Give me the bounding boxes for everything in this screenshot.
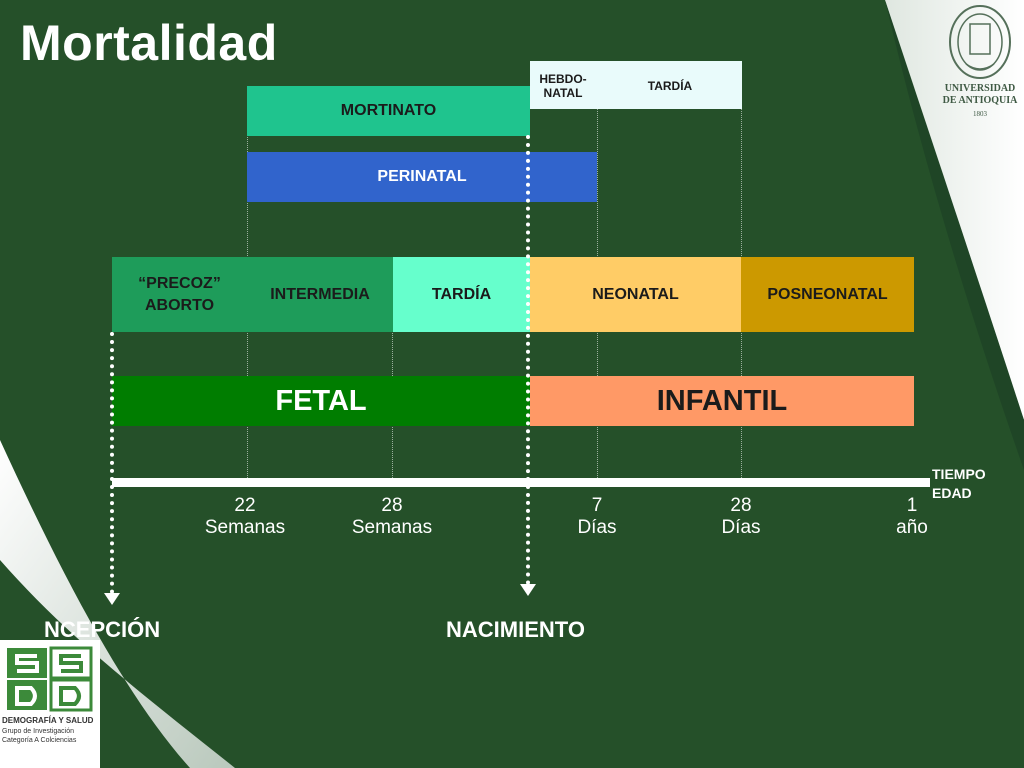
mortinato-box: MORTINATO — [247, 86, 530, 136]
intermedia-box: INTERMEDIA — [247, 257, 393, 332]
tick-value: 22 — [234, 495, 256, 516]
timeline-axis — [112, 478, 930, 487]
birth-arrow-icon — [520, 584, 536, 596]
perinatal-box: PERINATAL — [247, 152, 597, 202]
birth-label: NACIMIENTO — [446, 617, 585, 642]
tardia-neonatal-label: TARDÍA — [647, 79, 693, 93]
tick-value: 28 — [730, 495, 752, 516]
tick-unit: año — [896, 517, 928, 538]
group-category: Categoría A Colciencias — [2, 737, 77, 744]
tick-7-dias: 7 Días — [547, 495, 647, 539]
university-year: 1803 — [973, 110, 987, 118]
tick-value: 7 — [591, 495, 603, 516]
tardia-fetal-box: TARDÍA — [393, 257, 530, 332]
tick-28-dias: 28 Días — [691, 495, 791, 539]
tick-unit: Días — [721, 517, 761, 538]
conception-label: NCEPCIÓN — [44, 617, 161, 642]
conception-arrow-icon — [104, 593, 120, 605]
sds-logo-icon — [7, 646, 93, 712]
tick-28-semanas: 28 Semanas — [342, 495, 442, 539]
university-name: UNIVERSIDAD DE ANTIOQUIA — [942, 83, 1018, 106]
tick-unit: Semanas — [204, 517, 286, 538]
page-title: Mortalidad — [20, 15, 278, 71]
fetal-box: FETAL — [112, 376, 530, 426]
group-logo: DEMOGRAFÍA Y SALUD Grupo de Investigació… — [0, 640, 100, 768]
university-seal-icon — [949, 5, 1011, 79]
hebdo-tardia-box — [530, 61, 742, 109]
tick-22-semanas: 22 Semanas — [195, 495, 295, 539]
neonatal-box: NEONATAL — [530, 257, 741, 332]
conception-dotted-line — [110, 332, 114, 594]
precoz-aborto-box: “PRECOZ” ABORTO — [112, 257, 247, 332]
tiempo-edad-label: TIEMPO EDAD — [932, 466, 986, 501]
tick-value: 28 — [381, 495, 403, 516]
birth-dotted-line — [526, 135, 530, 585]
tick-unit: Semanas — [351, 517, 433, 538]
tick-1-ano: 1 año — [862, 495, 962, 539]
tick-unit: Días — [577, 517, 617, 538]
group-name: DEMOGRAFÍA Y SALUD — [2, 716, 94, 725]
hebdonatal-label: HEBDO- NATAL — [539, 72, 587, 100]
university-logo: UNIVERSIDAD DE ANTIOQUIA 1803 — [936, 0, 1024, 128]
posneonatal-box: POSNEONATAL — [741, 257, 914, 332]
infantil-box: INFANTIL — [530, 376, 914, 426]
tick-value: 1 — [906, 495, 918, 516]
group-sub: Grupo de Investigación — [2, 728, 74, 735]
